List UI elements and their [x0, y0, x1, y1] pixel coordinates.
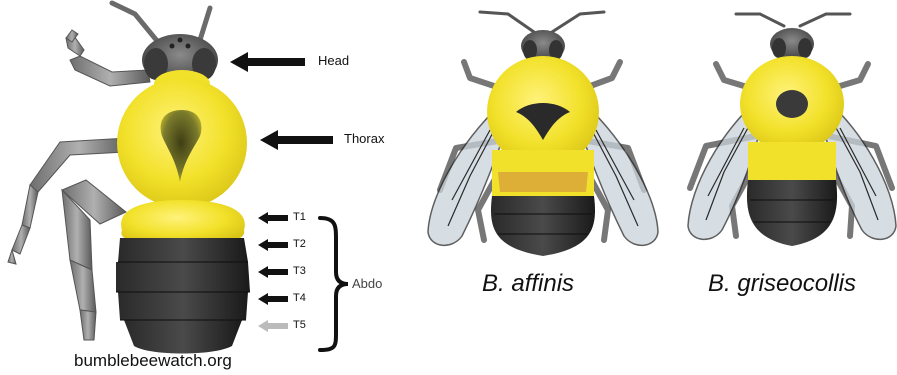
- label-thorax: Thorax: [344, 131, 384, 146]
- label-t3: T3: [293, 265, 306, 277]
- species-label-griseocollis: B. griseocollis: [708, 270, 856, 298]
- hindleg: [62, 180, 126, 340]
- species-label-affinis: B. affinis: [482, 270, 574, 298]
- foreleg: [66, 30, 150, 86]
- arrow-left-icon: [258, 239, 288, 251]
- thorax: [117, 70, 247, 208]
- arrow-left-icon: [258, 293, 288, 305]
- brace-icon: [320, 218, 348, 350]
- source-credit: bumblebeewatch.org: [74, 351, 232, 371]
- label-t4: T4: [293, 292, 306, 304]
- arrow-left-icon: [258, 320, 288, 332]
- arrow-left-icon: [260, 130, 333, 150]
- label-abdomen: Abdo: [352, 276, 382, 291]
- arrow-left-icon: [258, 212, 288, 224]
- bee-affinis: [428, 12, 658, 256]
- arrow-left-icon: [230, 52, 305, 72]
- antenna-right: [200, 8, 210, 40]
- label-t5: T5: [293, 319, 306, 331]
- antenna-left: [112, 3, 158, 42]
- label-head: Head: [318, 53, 349, 68]
- arrow-left-icon: [258, 266, 288, 278]
- label-t1: T1: [293, 211, 306, 223]
- label-t2: T2: [293, 238, 306, 250]
- bee-griseocollis: [688, 14, 896, 246]
- abdomen: [116, 200, 250, 354]
